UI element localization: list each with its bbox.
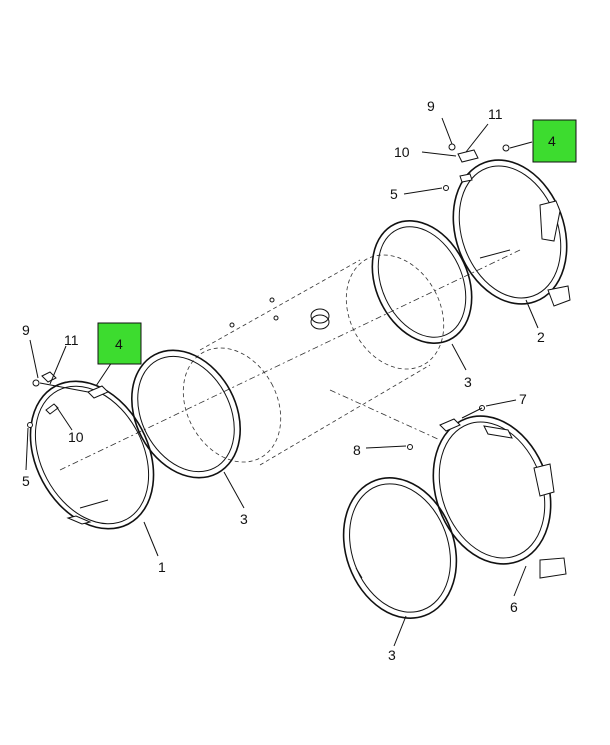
strap-upper-right	[443, 143, 571, 307]
nut-left	[27, 422, 33, 428]
callout-7: 7	[519, 391, 527, 407]
assembly-axis	[59, 249, 521, 471]
liner-ring-mid	[130, 349, 242, 479]
strap-lower-right	[407, 405, 567, 579]
liner-ring-bottom	[342, 477, 458, 619]
callout-4-right[interactable]: 4	[548, 133, 556, 149]
tank-fill-port	[310, 314, 330, 330]
strap-left-bracket	[87, 385, 109, 399]
callout-9-left: 9	[22, 322, 30, 338]
tank-phantom	[182, 254, 445, 466]
callout-5-right: 5	[390, 186, 398, 202]
callout-3-mid: 3	[240, 511, 248, 527]
strap-lower-foot	[539, 557, 567, 579]
bolt-left	[41, 371, 57, 383]
callout-10-left: 10	[68, 429, 84, 445]
callout-1: 1	[158, 559, 166, 575]
callout-5-left: 5	[22, 473, 30, 489]
callout-3-bottom: 3	[388, 647, 396, 663]
callout-2: 2	[537, 329, 545, 345]
strap-upper-bracket-bottom	[547, 285, 571, 307]
bolt-right	[457, 149, 479, 163]
callout-8: 8	[353, 442, 361, 458]
callout-4-right-highlight[interactable]	[532, 119, 577, 163]
liner-ring-right	[371, 220, 473, 344]
callout-3-right: 3	[464, 374, 472, 390]
callout-11-left: 11	[64, 332, 79, 348]
callout-4-left[interactable]: 4	[115, 336, 123, 352]
callout-4-left-highlight[interactable]	[97, 322, 142, 365]
leader-lines	[25, 117, 539, 647]
strap-upper-bracket-top	[539, 200, 561, 242]
strap-lower-bracket-top	[483, 425, 513, 439]
nut-lower	[407, 444, 413, 450]
lower-axis	[329, 389, 441, 441]
nut-right	[443, 185, 449, 191]
callout-11-right: 11	[488, 106, 503, 122]
callout-9-right: 9	[427, 98, 435, 114]
strap-lower-bracket-side	[533, 463, 555, 497]
callout-10-right: 10	[394, 144, 410, 160]
strap-left	[27, 371, 155, 530]
washer-right	[502, 144, 510, 152]
callout-6: 6	[510, 599, 518, 615]
